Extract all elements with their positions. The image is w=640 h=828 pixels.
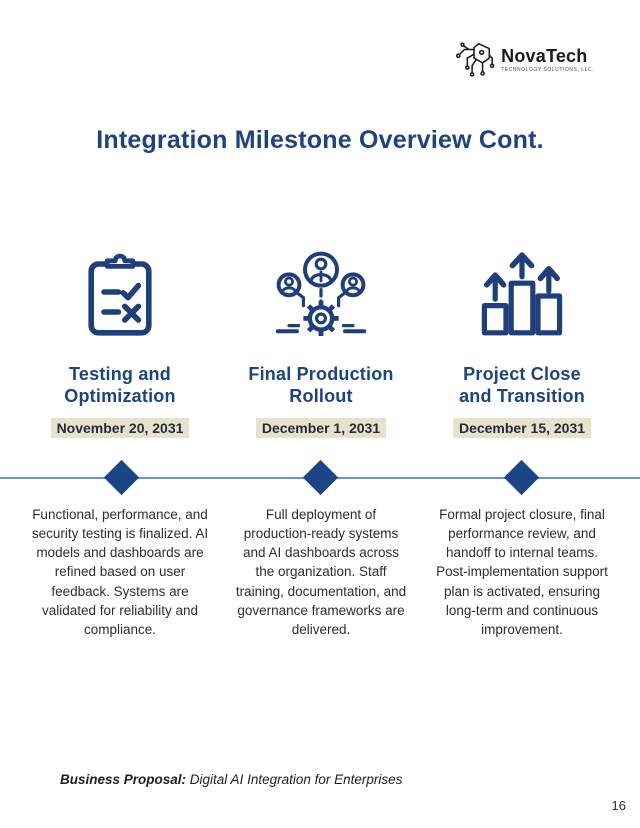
logo-text: NovaTech TECHNOLOGY SOLUTIONS, LLC. (501, 47, 594, 73)
footer-label: Business Proposal: (60, 772, 187, 787)
milestone-description: Functional, performance, and security te… (31, 507, 209, 637)
milestone-description: Formal project closure, final performanc… (436, 507, 608, 637)
footer: Business Proposal: Digital AI Integratio… (60, 772, 402, 787)
milestone-description: Full deployment of production-ready syst… (235, 507, 407, 637)
milestone-date-badge: December 1, 2031 (255, 417, 387, 438)
timeline-diamond (503, 459, 540, 496)
timeline-diamond (302, 459, 339, 496)
milestone-rollout: Final Production Rollout December 1, 203… (248, 248, 393, 438)
circuit-logo-icon (456, 42, 495, 77)
timeline-line (0, 477, 640, 479)
team-gear-icon (275, 251, 367, 336)
footer-text: Digital AI Integration for Enterprises (186, 772, 403, 787)
milestone-title: Final Production Rollout (248, 364, 394, 406)
milestone-testing: Testing and Optimization November 20, 20… (50, 248, 190, 438)
milestone-descriptions: Functional, performance, and security te… (31, 505, 611, 639)
page-title: Integration Milestone Overview Cont. (96, 126, 544, 154)
logo-tagline: TECHNOLOGY SOLUTIONS, LLC. (501, 67, 594, 73)
milestone-date-badge: November 20, 2031 (50, 417, 190, 438)
logo: NovaTech TECHNOLOGY SOLUTIONS, LLC. (453, 40, 594, 80)
logo-name: NovaTech (501, 46, 588, 66)
timeline-diamond (103, 459, 140, 496)
milestone-date-badge: December 15, 2031 (452, 417, 592, 438)
growth-bars-icon (481, 252, 563, 336)
milestone-title: Project Close and Transition (459, 364, 585, 406)
clipboard-check-icon (88, 253, 152, 336)
milestone-columns: Testing and Optimization November 20, 20… (35, 248, 607, 438)
page-number: 16 (611, 798, 626, 813)
milestone-close: Project Close and Transition December 15… (452, 248, 592, 438)
milestone-title: Testing and Optimization (64, 364, 176, 406)
